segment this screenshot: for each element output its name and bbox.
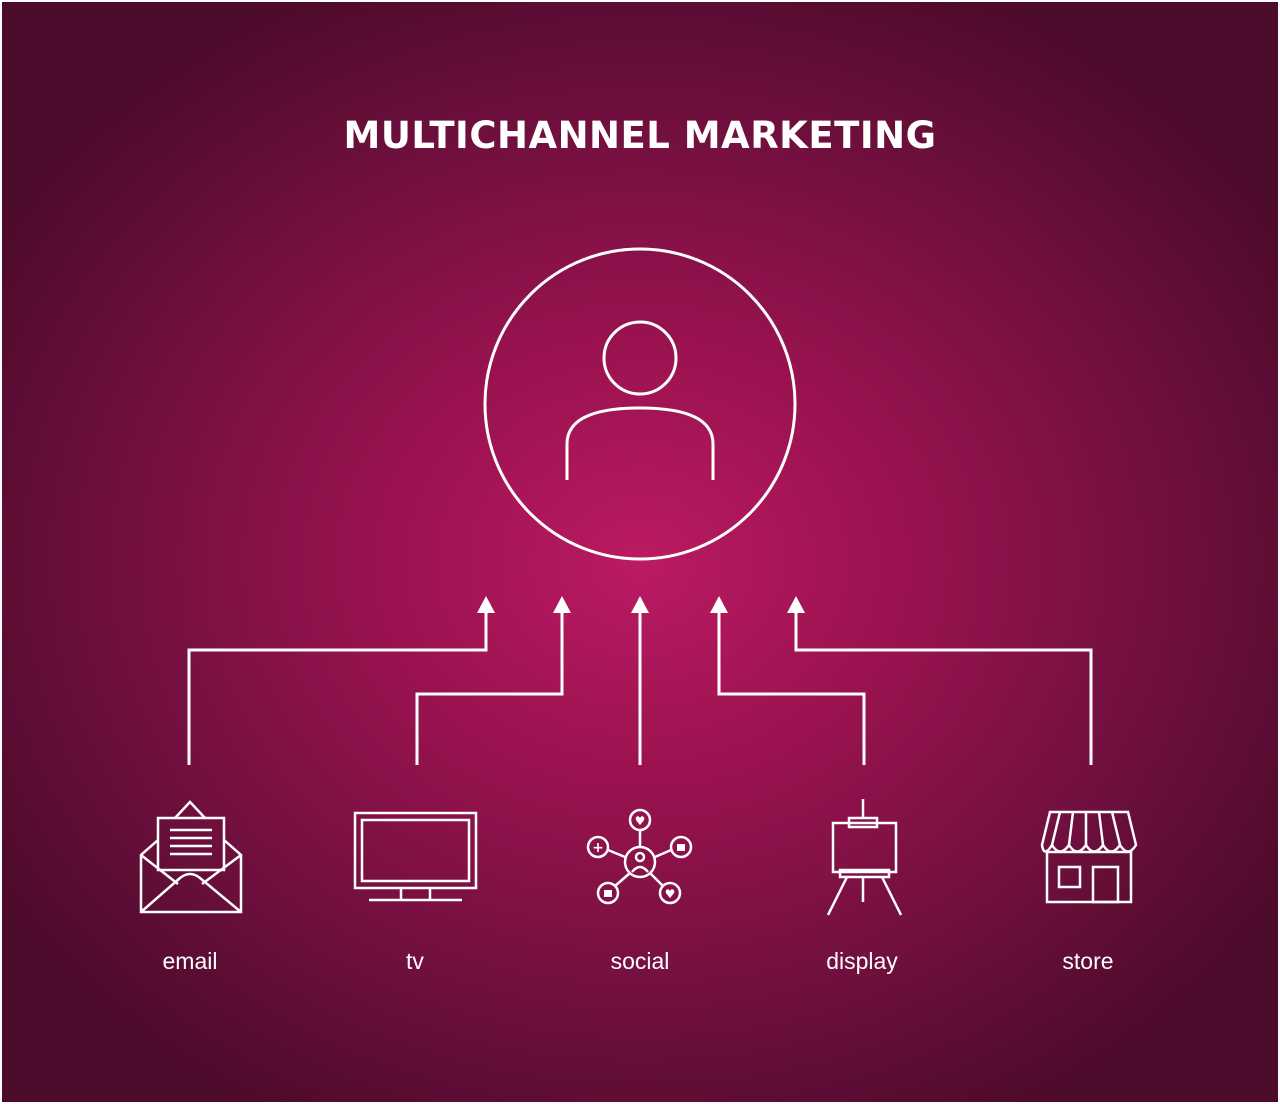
channel-label-store: store (1062, 948, 1113, 974)
page-title: MULTICHANNEL MARKETING (344, 114, 937, 157)
channel-label-display: display (826, 948, 898, 974)
user-icon (483, 247, 797, 561)
arrows (187, 596, 1093, 765)
svg-text:♥: ♥ (635, 814, 646, 828)
channel-label-email: email (163, 948, 218, 974)
arrow-store (787, 596, 1093, 765)
arrow-social (631, 596, 649, 765)
arrow-display (710, 596, 866, 765)
arrow-email (187, 596, 495, 765)
social-network-icon: ♥ ♥ + (586, 808, 693, 905)
arrow-tv (415, 596, 571, 765)
svg-text:+: + (592, 840, 604, 856)
channel-label-tv: tv (406, 948, 424, 974)
easel-icon (826, 799, 903, 916)
svg-text:♥: ♥ (665, 887, 676, 901)
channel-label-social: social (611, 948, 670, 974)
store-icon (1040, 810, 1138, 904)
tv-icon (353, 811, 478, 902)
envelope-icon (139, 800, 243, 914)
